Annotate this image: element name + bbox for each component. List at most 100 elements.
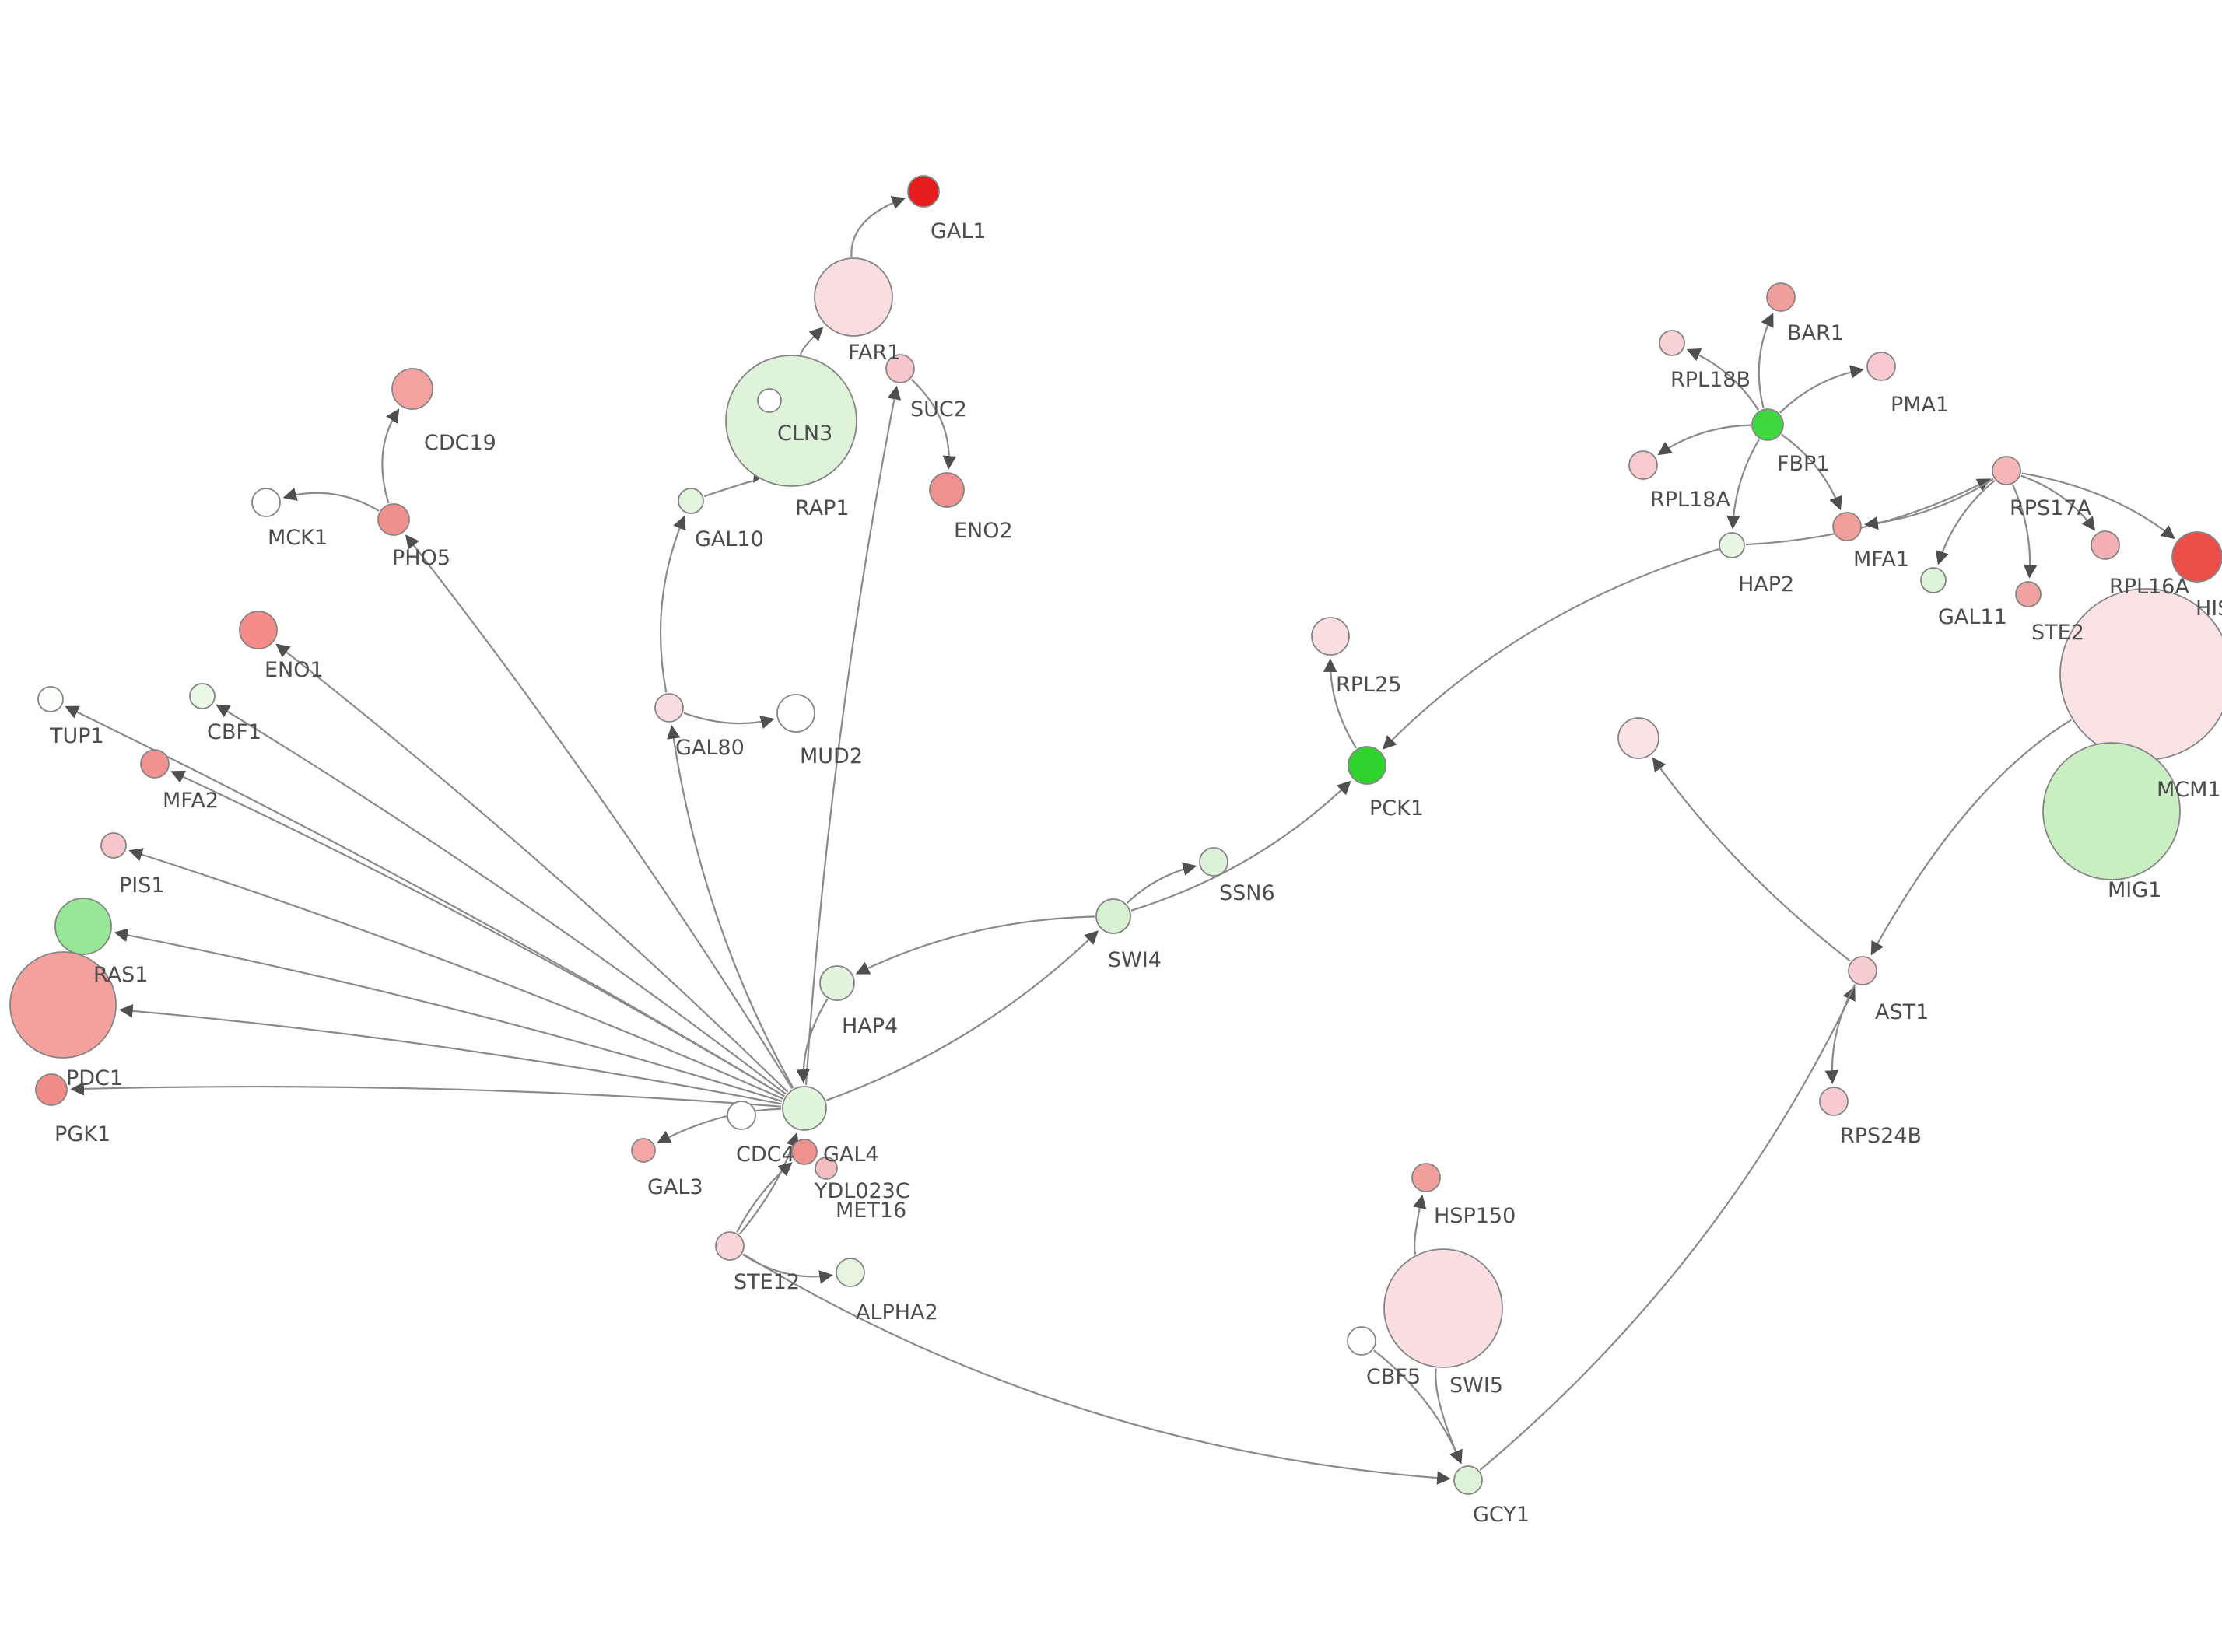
edge-GAL4-GAL3[interactable] xyxy=(657,1108,782,1143)
edge-STE12-GAL4[interactable] xyxy=(738,1132,800,1235)
node-MIG1[interactable] xyxy=(2042,742,2181,880)
node-RAS1[interactable] xyxy=(54,898,112,955)
edge-SUC2-ENO2[interactable] xyxy=(910,378,957,470)
edge-HAP2-PCK1[interactable] xyxy=(1382,548,1719,750)
node-RPL16A[interactable] xyxy=(2091,530,2120,560)
node-SWI5[interactable] xyxy=(1383,1248,1503,1368)
node-RPL25[interactable] xyxy=(1311,617,1350,656)
node-PGK1[interactable] xyxy=(35,1073,68,1106)
node-FAR1[interactable] xyxy=(814,257,893,337)
edge-GAL4-ENO1[interactable] xyxy=(275,643,789,1093)
edge-RPS17A-GAL11[interactable] xyxy=(1935,479,1996,565)
node-CDC4[interactable] xyxy=(727,1101,756,1130)
node-MUD2[interactable] xyxy=(776,694,815,733)
edge-STE12-GCY1[interactable] xyxy=(742,1253,1451,1485)
edge-SWI4-SSN6[interactable] xyxy=(1126,862,1197,905)
node-CBF5[interactable] xyxy=(1347,1326,1376,1356)
node-RAP1[interactable] xyxy=(757,388,782,413)
node-GAL11[interactable] xyxy=(1920,567,1947,593)
edge-RPS17A-MFA1[interactable] xyxy=(1864,478,1994,530)
node-GAL3[interactable] xyxy=(631,1138,656,1163)
node-CDC19[interactable] xyxy=(391,368,433,410)
node-RPL18A[interactable] xyxy=(1628,450,1658,480)
edge-SWI4-PCK1[interactable] xyxy=(1130,780,1351,912)
edge-GCY1-AST1[interactable] xyxy=(1479,986,1856,1471)
edge-PCK1-RPL25[interactable] xyxy=(1323,658,1358,749)
node-CBF1[interactable] xyxy=(189,683,216,709)
node-GAL4[interactable] xyxy=(782,1086,827,1131)
edge-SWI4-HAP4[interactable] xyxy=(855,915,1095,975)
node-PMA1[interactable] xyxy=(1866,352,1896,381)
node-PDC1[interactable] xyxy=(9,951,117,1059)
node-PCK1[interactable] xyxy=(1348,746,1386,785)
edge-GAL4-PHO5[interactable] xyxy=(405,534,794,1090)
edge-FBP1-RPL18B[interactable] xyxy=(1686,348,1760,411)
edge-GAL4-SWI4[interactable] xyxy=(825,930,1099,1101)
edge-GAL4-PIS1[interactable] xyxy=(128,848,784,1100)
node-HIS4[interactable] xyxy=(2171,531,2222,583)
node-MET16[interactable] xyxy=(815,1157,838,1180)
node-PHO5[interactable] xyxy=(377,503,410,536)
edge-FBP1-RPL18A[interactable] xyxy=(1657,424,1751,456)
node-STE12[interactable] xyxy=(715,1231,745,1261)
node-MCM1[interactable] xyxy=(2059,588,2222,761)
node-MCK1[interactable] xyxy=(251,488,281,517)
edge-CBF5-GCY1[interactable] xyxy=(1373,1349,1463,1465)
edge-HAP4-GAL4[interactable] xyxy=(796,998,829,1083)
node-RPS24B[interactable] xyxy=(1819,1087,1849,1116)
edge-SWI5-GCY1[interactable] xyxy=(1435,1368,1463,1465)
edge-FBP1-MFA1[interactable] xyxy=(1781,433,1842,511)
edge-GAL80-GAL10[interactable] xyxy=(659,515,686,693)
node-YDL023C[interactable] xyxy=(791,1139,818,1165)
edge-GAL4-MFA2[interactable] xyxy=(170,770,785,1097)
node-GAL10[interactable] xyxy=(678,488,704,514)
edge-GAL4-GAL80[interactable] xyxy=(667,725,794,1089)
edge-FBP1-PMA1[interactable] xyxy=(1779,365,1864,414)
edge-CLN3-FAR1[interactable] xyxy=(800,327,824,355)
edge-FBP1-HAP2[interactable] xyxy=(1726,439,1760,530)
node-ENO1[interactable] xyxy=(239,611,278,649)
node-TUP1[interactable] xyxy=(37,686,64,712)
node-FBP1[interactable] xyxy=(1751,408,1784,441)
node-GAL1[interactable] xyxy=(907,175,940,208)
edge-RPS17A-STE2[interactable] xyxy=(2012,484,2038,579)
edge-STE12-YDL023C[interactable] xyxy=(736,1162,793,1233)
edge-GAL4-RAS1[interactable] xyxy=(114,928,783,1103)
node-AST1[interactable] xyxy=(1848,956,1877,985)
edge-STE12-ALPHA2[interactable] xyxy=(742,1253,833,1284)
node-PIS1[interactable] xyxy=(100,832,127,859)
edge-SWI5-HSP150[interactable] xyxy=(1413,1194,1427,1255)
edge-RPS17A-RPL16A[interactable] xyxy=(2020,474,2096,531)
node-ENO2[interactable] xyxy=(929,472,965,508)
node-BAR1[interactable] xyxy=(1766,282,1796,312)
node-SWI4[interactable] xyxy=(1095,898,1131,934)
node-SSN6[interactable] xyxy=(1199,847,1228,877)
node-RPS17A[interactable] xyxy=(1992,456,2021,485)
node-RPL18B[interactable] xyxy=(1659,330,1685,356)
edge-GAL4-PGK1[interactable] xyxy=(70,1082,782,1108)
edge-GAL80-MUD2[interactable] xyxy=(683,712,775,730)
edge-GAL10-CLN3[interactable] xyxy=(703,467,766,498)
edge-FAR1-GAL1[interactable] xyxy=(850,196,906,257)
node-SUC2[interactable] xyxy=(885,354,915,383)
node-HAP2[interactable] xyxy=(1719,532,1745,558)
edge-GAL4-CBF1[interactable] xyxy=(216,704,787,1095)
node-HSP150[interactable] xyxy=(1411,1163,1441,1192)
edge-GAL4-PDC1[interactable] xyxy=(119,1004,782,1105)
node-HAP4[interactable] xyxy=(819,965,855,1001)
node-GAL80[interactable] xyxy=(654,693,684,723)
node-MFA2[interactable] xyxy=(140,749,170,779)
edge-AST1-RPS24B[interactable] xyxy=(1824,984,1856,1084)
edge-AST1-NODE_U[interactable] xyxy=(1652,757,1851,962)
edge-PHO5-CDC19[interactable] xyxy=(381,408,400,504)
edge-FBP1-BAR1[interactable] xyxy=(1758,313,1774,408)
node-STE2[interactable] xyxy=(2015,581,2042,607)
node-ALPHA2[interactable] xyxy=(836,1258,865,1287)
node-NODE_U[interactable] xyxy=(1617,717,1659,759)
node-GCY1[interactable] xyxy=(1453,1465,1483,1495)
edge-MCM1-AST1[interactable] xyxy=(1870,719,2072,956)
node-CLN3[interactable] xyxy=(725,355,857,487)
node-MFA1[interactable] xyxy=(1832,512,1862,541)
